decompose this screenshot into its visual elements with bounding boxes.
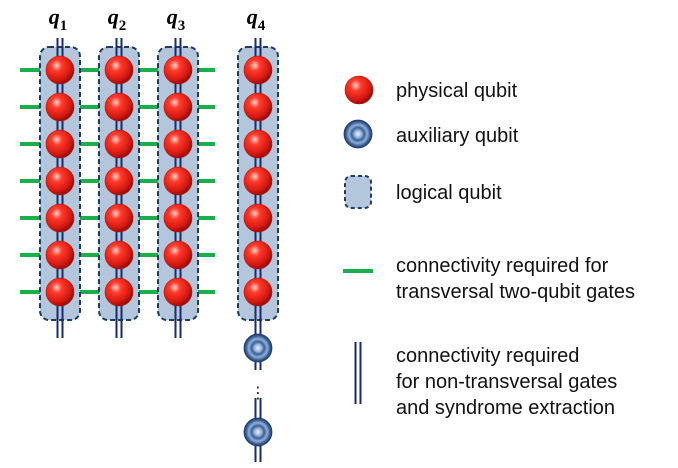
physical-qubit-c1-r5 xyxy=(45,203,75,233)
legend-transversal-label-line2: transversal two-qubit gates xyxy=(396,281,636,303)
logical-label-q4: q4 xyxy=(247,4,266,34)
auxiliary-qubit-1 xyxy=(243,333,273,363)
physical-qubit-c1-r2 xyxy=(45,92,75,122)
physical-qubit-c1-r3 xyxy=(45,129,75,159)
physical-qubit-c3-r7 xyxy=(163,277,193,307)
legend-physical-label: physical qubit xyxy=(396,80,518,102)
double-line-col-4-mid xyxy=(254,398,262,418)
physical-qubit-c4-r3 xyxy=(243,129,273,159)
legend-nontransversal-label-line1: connectivity required xyxy=(396,345,580,367)
logical-label-q1: q1 xyxy=(49,4,68,34)
physical-qubit-c4-r7 xyxy=(243,277,273,307)
physical-qubit-c2-r2 xyxy=(104,92,134,122)
physical-qubit-c3-r4 xyxy=(163,166,193,196)
legend-physical-qubit-icon xyxy=(344,75,374,105)
physical-qubit-c3-r3 xyxy=(163,129,193,159)
physical-qubit-c2-r5 xyxy=(104,203,134,233)
logical-label-q3: q3 xyxy=(167,4,186,34)
physical-qubit-c3-r1 xyxy=(163,55,193,85)
physical-qubit-c2-r4 xyxy=(104,166,134,196)
logical-qubit-blocks xyxy=(39,46,279,321)
qubits-layer: ⋮ xyxy=(45,55,273,447)
ellipsis-vertical: ⋮ xyxy=(250,383,266,402)
legend-icons xyxy=(343,75,374,404)
legend-nontransversal-label-line3: and syndrome extraction xyxy=(396,397,616,419)
legend-nontransversal-label-line2: for non-transversal gates xyxy=(396,371,618,393)
logical-label-q2: q2 xyxy=(108,4,127,34)
physical-qubit-c1-r4 xyxy=(45,166,75,196)
legend-auxiliary-qubit-icon xyxy=(343,119,373,149)
legend-logical-qubit-icon xyxy=(344,175,372,209)
legend-double-line-icon xyxy=(354,342,362,404)
physical-qubit-c2-r3 xyxy=(104,129,134,159)
physical-qubit-c4-r4 xyxy=(243,166,273,196)
legend-transversal-label-line1: connectivity required for xyxy=(396,255,609,277)
physical-qubit-c4-r2 xyxy=(243,92,273,122)
physical-qubit-c4-r5 xyxy=(243,203,273,233)
auxiliary-qubit-2 xyxy=(243,417,273,447)
logical-labels: q1 q2 q3 q4 xyxy=(49,4,266,34)
physical-qubit-c1-r6 xyxy=(45,240,75,270)
physical-qubit-c1-r7 xyxy=(45,277,75,307)
physical-qubit-c2-r1 xyxy=(104,55,134,85)
legend-logical-label: logical qubit xyxy=(396,182,502,204)
physical-qubit-c3-r6 xyxy=(163,240,193,270)
physical-qubit-c3-r2 xyxy=(163,92,193,122)
physical-qubit-c4-r6 xyxy=(243,240,273,270)
physical-qubit-c1-r1 xyxy=(45,55,75,85)
physical-qubit-c4-r1 xyxy=(243,55,273,85)
physical-qubit-c2-r6 xyxy=(104,240,134,270)
legend-auxiliary-label: auxiliary qubit xyxy=(396,125,519,147)
physical-qubit-c2-r7 xyxy=(104,277,134,307)
physical-qubit-c3-r5 xyxy=(163,203,193,233)
